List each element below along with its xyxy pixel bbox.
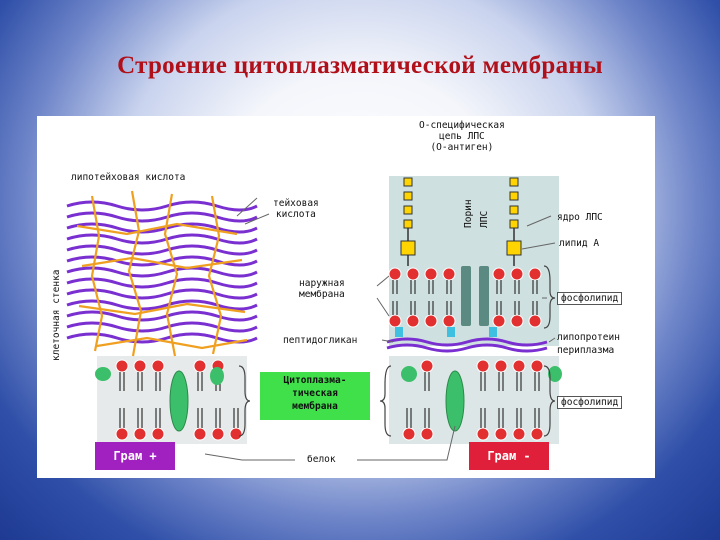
lipoproteins [395,327,497,337]
label-phospholipid-bottom: фосфолипид [557,396,623,409]
label-o-chain: О-специфическая цепь ЛПС (О-антиген) [419,120,505,153]
peptide-crosslinks [76,190,248,357]
label-peptidoglycan: пептидогликан [283,335,358,346]
gram-negative-inner-region [389,356,559,444]
porin-channel [461,266,489,326]
label-outer-membrane: наружная мембрана [299,278,345,300]
label-protein: белок [307,454,336,465]
label-phospholipid-top: фосфолипид [557,292,623,305]
gram-positive-badge: Грам + [95,442,175,470]
peptidoglycan-strand [386,337,548,353]
cell-membrane-diagram: О-специфическая цепь ЛПС (О-антиген) лип… [37,116,655,478]
label-lps: ЛПС [479,210,490,228]
label-teichoic-acid: тейховая кислота [273,198,319,220]
label-lps-core: ядро ЛПС [557,212,603,223]
outer-membrane-lipids [388,267,542,328]
label-periplasm: периплазма [557,345,615,356]
label-lipid-a: липид А [559,238,600,249]
diagram-graphics [37,116,655,478]
gram-negative-badge: Грам - [469,442,549,470]
label-pointers [204,197,556,461]
label-lipoprotein: липопротеин [557,332,620,343]
cytoplasmic-membrane-box: Цитоплазма- тическая мембрана [260,372,370,420]
gram-negative-phospholipids [401,359,562,441]
label-porin: Порин [463,199,474,228]
gram-positive-phospholipids [95,359,243,441]
lps-chains [400,177,522,266]
label-lipoteichoic-acid: липотейховая кислота [71,172,186,183]
brackets [238,265,556,437]
slide-title: Строение цитоплазматической мембраны [117,52,603,79]
label-cell-wall: клеточная стенка [51,269,62,361]
